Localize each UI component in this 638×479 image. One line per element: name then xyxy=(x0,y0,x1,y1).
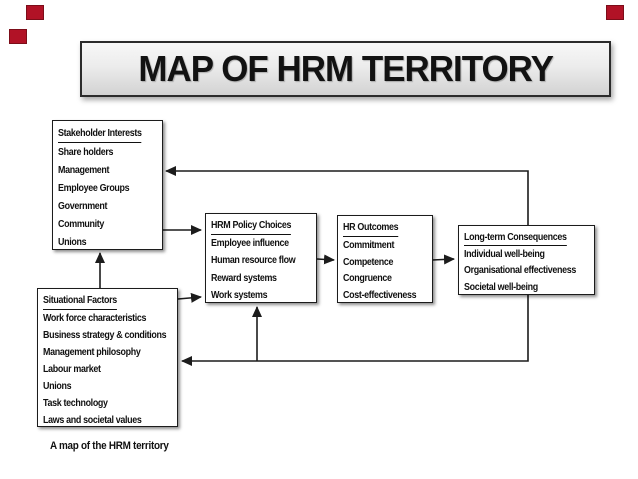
list-item: Societal well-being xyxy=(464,280,538,293)
list-item: Management philosophy xyxy=(43,346,141,358)
red-corner-marker-top-right xyxy=(606,5,624,20)
list-item: Unions xyxy=(58,236,87,248)
list-item: Work systems xyxy=(211,288,268,301)
stakeholder-interests-box: Stakeholder Interests Share holders Mana… xyxy=(52,120,163,250)
long-term-consequences-box: Long-term Consequences Individual well-b… xyxy=(458,225,595,295)
list-item: Cost-effectiveness xyxy=(343,289,417,302)
red-corner-marker-top-left xyxy=(26,5,44,20)
arrow-consequences-to-situational xyxy=(181,295,529,366)
list-item: Work force characteristics xyxy=(43,312,147,324)
list-item: Congruence xyxy=(343,272,392,285)
box-header: Stakeholder Interests xyxy=(58,124,142,143)
list-item: Share holders xyxy=(58,146,114,158)
box-header: HRM Policy Choices xyxy=(211,217,296,236)
list-item: Community xyxy=(58,218,105,230)
box-header: Long-term Consequences xyxy=(464,229,570,247)
list-item: Laws and societal values xyxy=(43,414,142,426)
list-item: Commitment xyxy=(343,238,395,251)
list-item: Task technology xyxy=(43,397,108,409)
title-banner: MAP OF HRM TERRITORY xyxy=(80,41,611,97)
arrow-situational-to-policy xyxy=(177,292,202,303)
arrow-policy-to-outcomes xyxy=(316,254,335,265)
list-item: Individual well-being xyxy=(464,248,545,261)
list-item: Unions xyxy=(43,380,72,392)
list-item: Employee influence xyxy=(211,237,289,250)
list-item: Reward systems xyxy=(211,271,277,284)
list-item: Management xyxy=(58,164,110,176)
list-item: Competence xyxy=(343,255,394,268)
figure-caption: A map of the HRM territory xyxy=(50,440,169,452)
list-item: Employee Groups xyxy=(58,182,130,194)
hr-outcomes-box: HR Outcomes Commitment Competence Congru… xyxy=(337,215,433,303)
list-item: Human resource flow xyxy=(211,254,296,267)
box-header: Situational Factors xyxy=(43,292,153,310)
hrm-policy-choices-box: HRM Policy Choices Employee influence Hu… xyxy=(205,213,317,303)
box-header: HR Outcomes xyxy=(343,219,414,237)
arrow-outcomes-to-consequences xyxy=(431,254,455,265)
list-item: Business strategy & conditions xyxy=(43,329,167,341)
list-item: Organisational effectiveness xyxy=(464,264,577,277)
list-item: Labour market xyxy=(43,363,101,375)
situational-factors-box: Situational Factors Work force character… xyxy=(37,288,178,427)
list-item: Government xyxy=(58,200,108,212)
slide-title: MAP OF HRM TERRITORY xyxy=(138,48,554,89)
red-corner-marker-left xyxy=(9,29,27,44)
